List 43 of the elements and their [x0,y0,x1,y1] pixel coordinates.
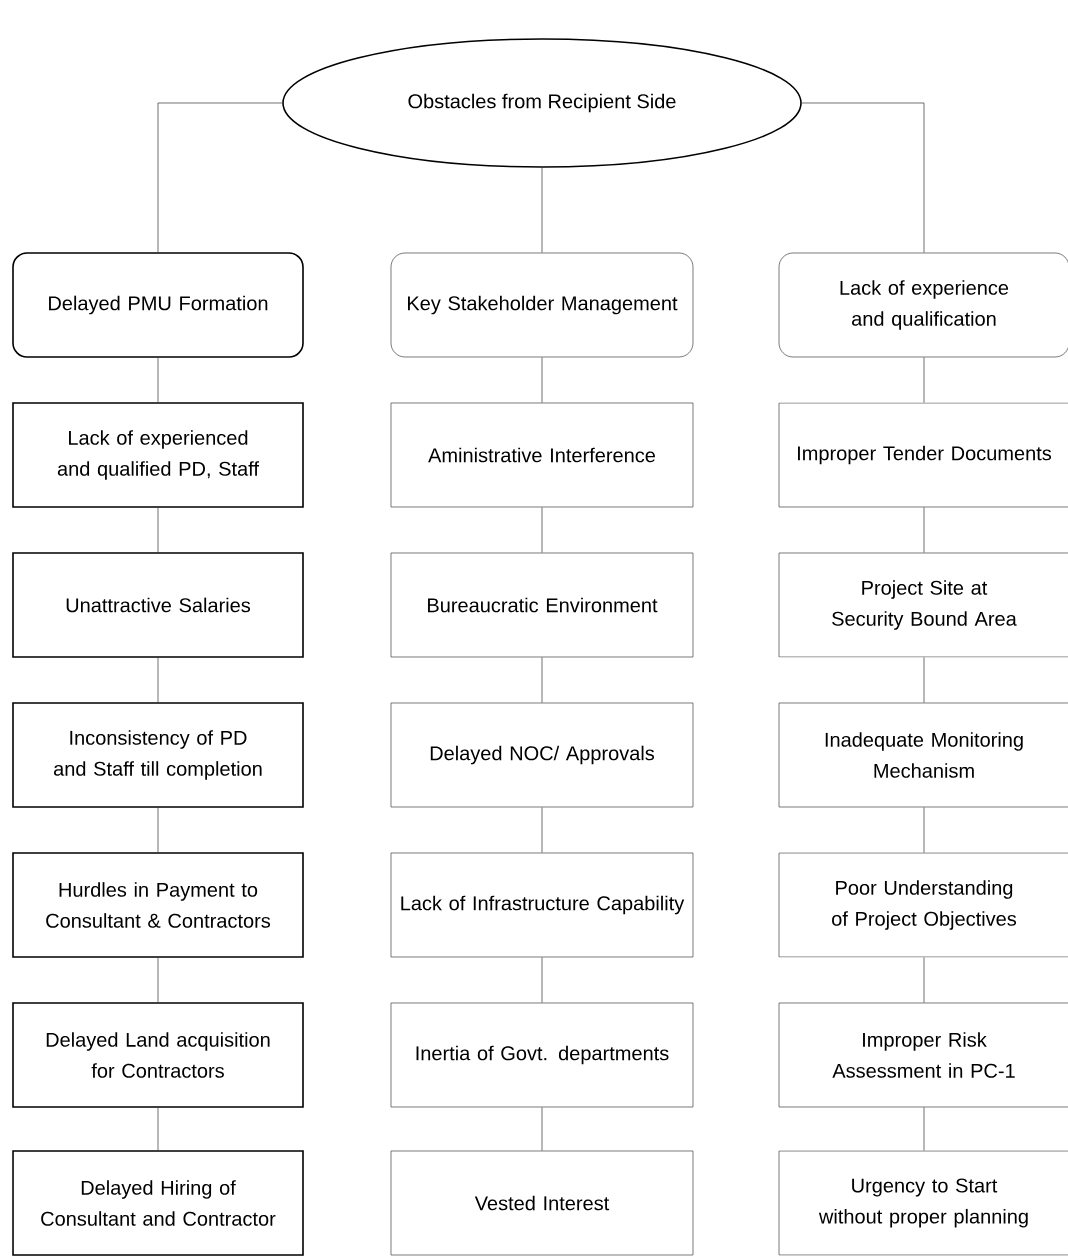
connector-line [801,102,925,253]
connector-line [157,657,159,703]
rounded-box: Delayed PMU Formation [12,252,304,358]
connector-line [157,957,159,1003]
connector-line [157,1107,159,1151]
connector-line [923,657,925,703]
process-box: Inconsistency of PD and Staff till completion [12,702,304,808]
connector-line [923,1107,925,1151]
connector-line [541,807,543,853]
connector-line [541,1107,543,1151]
connector-line [541,657,543,703]
process-box: Poor Understanding of Project Objectives [778,852,1068,958]
process-box: Unattractive Salaries [12,552,304,658]
ellipse-node: Obstacles from Recipient Side [282,38,802,168]
process-box: Project Site at Security Bound Area [778,552,1068,658]
connector-line [923,807,925,853]
process-box: Inertia of Govt. departments [390,1002,694,1108]
process-box: Delayed NOC/ Approvals [390,702,694,808]
process-box: Delayed Land acquisition for Contractors [12,1002,304,1108]
process-box: Aministrative Interference [390,402,694,508]
rounded-box: Key Stakeholder Management [390,252,694,358]
process-box: Inadequate Monitoring Mechanism [778,702,1068,808]
connector-line [157,102,283,253]
connector-line [541,957,543,1003]
process-box: Bureaucratic Environment [390,552,694,658]
rounded-box: Lack of experience and qualification [778,252,1068,358]
connector-line [541,507,543,553]
connector-line [157,807,159,853]
process-box: Delayed Hiring of Consultant and Contractor [12,1150,304,1256]
connector-line [923,357,925,403]
connector-line [541,357,543,403]
connector-line [541,167,543,253]
process-box: Hurdles in Payment to Consultant & Contractors [12,852,304,958]
process-box: Improper Risk Assessment in PC-1 [778,1002,1068,1108]
connector-line [157,507,159,553]
process-box: Lack of experienced and qualified PD, Staff [12,402,304,508]
process-box: Lack of Infrastructure Capability [390,852,694,958]
process-box: Improper Tender Documents [778,402,1068,508]
process-box: Urgency to Start without proper planning [778,1150,1068,1256]
process-box: Vested Interest [390,1150,694,1256]
connector-line [923,507,925,553]
connector-line [923,957,925,1003]
connector-line [157,357,159,403]
